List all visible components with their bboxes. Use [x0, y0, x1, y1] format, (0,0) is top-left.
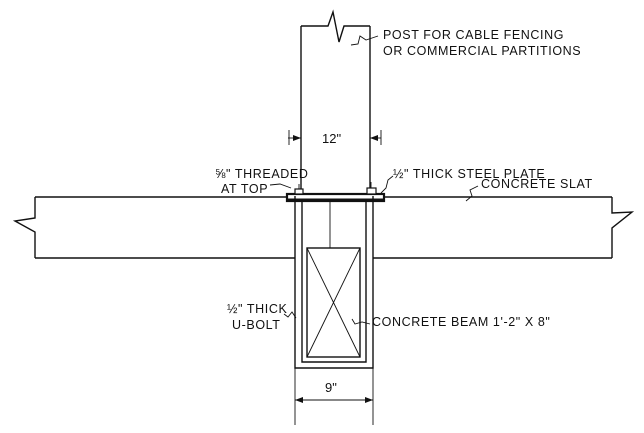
- concrete-slat-label: CONCRETE SLAT: [481, 177, 593, 191]
- bolt-nuts: [294, 182, 377, 195]
- threaded-leader: [269, 183, 292, 189]
- ubolt-label-line1: ½" THICK: [227, 302, 287, 316]
- concrete-beam: [306, 201, 361, 358]
- post-label-line2: OR COMMERCIAL PARTITIONS: [383, 44, 581, 58]
- post-label-line1: POST FOR CABLE FENCING: [383, 28, 564, 42]
- threaded-label-line2: AT TOP: [221, 182, 268, 196]
- threaded-label-line1: ⅝" THREADED: [215, 167, 308, 181]
- post-width-dimension: [288, 130, 382, 145]
- steel-plate: [285, 192, 386, 203]
- slat-left-break-line: [12, 197, 36, 258]
- slat-leader: [465, 185, 479, 202]
- post-break-line: [301, 9, 370, 43]
- beam-leader: [351, 318, 371, 325]
- slat-right-break-line: [611, 197, 635, 258]
- plate-leader: [380, 175, 394, 194]
- post-width-label: 12": [322, 131, 341, 146]
- post-leader: [350, 35, 379, 46]
- steel-plate-label: ½" THICK STEEL PLATE: [393, 167, 545, 181]
- beam-width-dimension: [294, 368, 374, 425]
- ubolt-label-line2: U-BOLT: [232, 318, 281, 332]
- ubolt-leader: [283, 311, 297, 319]
- concrete-beam-label: CONCRETE BEAM 1'-2" X 8": [372, 315, 550, 329]
- beam-width-label: 9": [325, 380, 337, 395]
- u-bolt: [294, 196, 374, 369]
- concrete-slat: [12, 196, 635, 259]
- post: [300, 9, 371, 196]
